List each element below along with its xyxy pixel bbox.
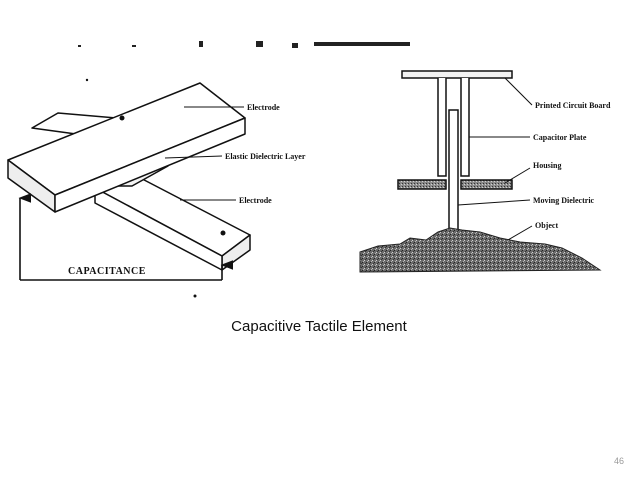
- capacitor-plate-right: [460, 78, 470, 177]
- moving-dielectric: [448, 109, 459, 232]
- label-moving-dielectric: Moving Dielectric: [533, 196, 595, 205]
- label-electrode-top: Electrode: [247, 103, 280, 112]
- electrode-stack: [7, 82, 251, 271]
- sensor-cross-section: [397, 70, 513, 232]
- object-surface: [359, 227, 602, 273]
- housing-left: [397, 179, 447, 190]
- capacitance-bracket: [18, 193, 234, 281]
- label-capacitor-plate: Capacitor Plate: [533, 133, 587, 142]
- cut-off-heading: [78, 41, 410, 48]
- bottom-electrode-dot: [220, 230, 226, 236]
- left-leader-lines: [164, 106, 244, 201]
- top-electrode-dot: [119, 115, 125, 121]
- page-number: 46: [613, 456, 624, 466]
- label-capacitance: CAPACITANCE: [68, 266, 146, 277]
- label-object: Object: [535, 221, 558, 230]
- label-dielectric-layer: Elastic Dielectric Layer: [225, 152, 306, 161]
- housing-right: [460, 179, 513, 190]
- label-housing: Housing: [533, 161, 561, 170]
- right-leader-lines: [457, 77, 533, 241]
- capacitor-plate-left: [437, 78, 447, 177]
- figure-caption: Capacitive Tactile Element: [231, 318, 407, 335]
- printed-circuit-board: [401, 70, 513, 79]
- label-electrode-bottom: Electrode: [239, 196, 272, 205]
- label-pcb: Printed Circuit Board: [535, 101, 611, 110]
